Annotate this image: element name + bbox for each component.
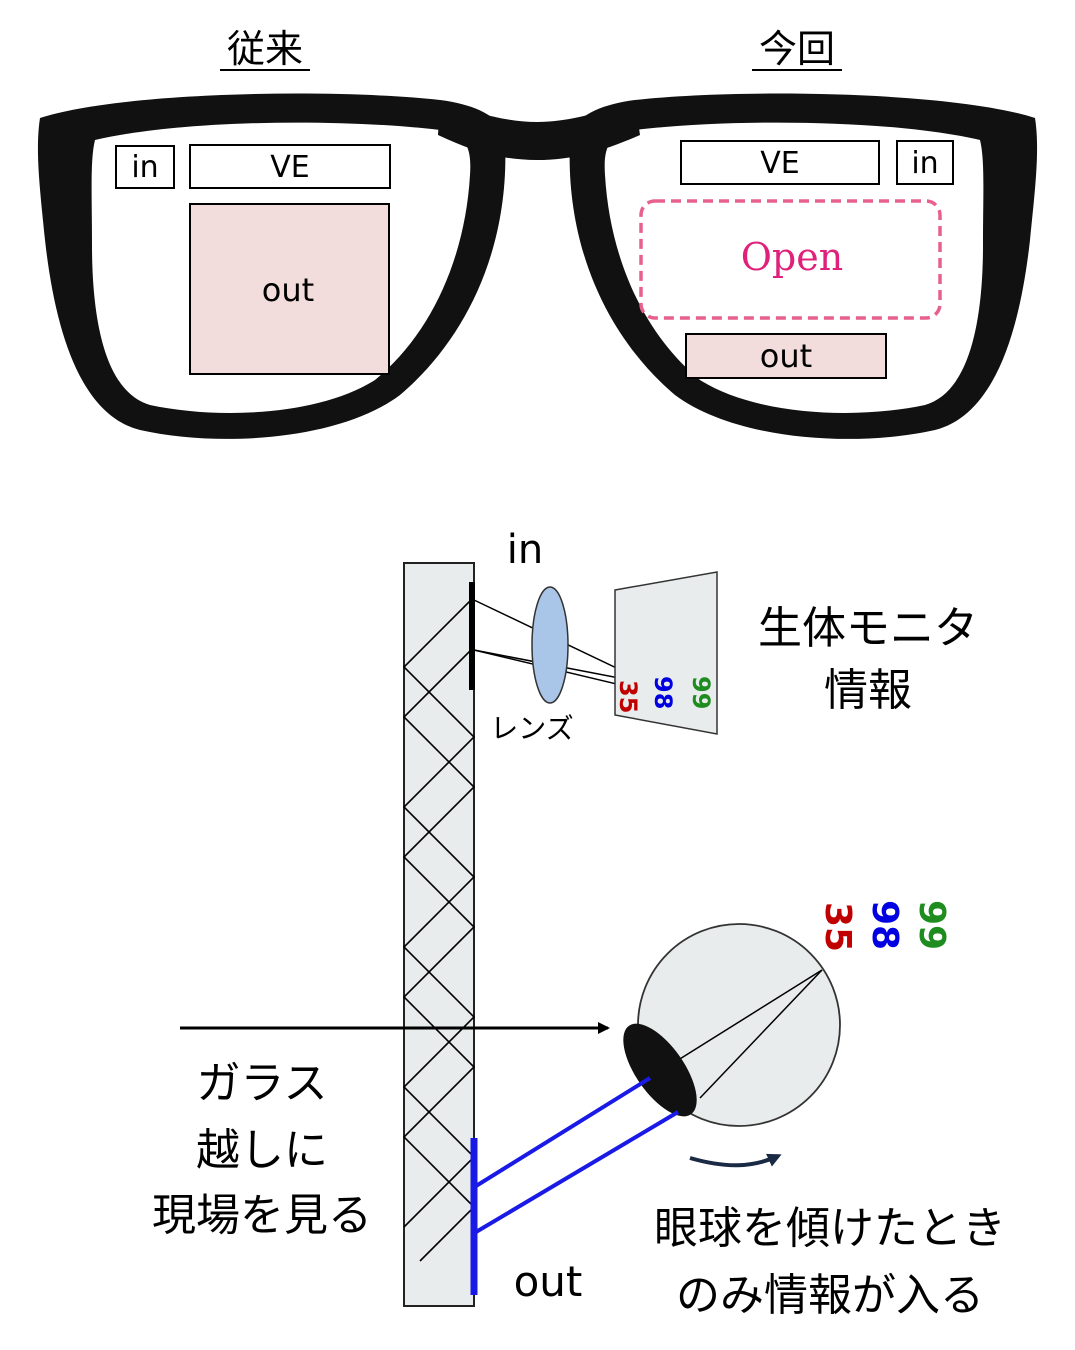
right-in-label: in — [911, 146, 938, 181]
perceived-readings: 35 98 99 — [817, 900, 952, 952]
left-ve-box — [189, 144, 391, 189]
glass-caption-line3: 現場を見る — [152, 1190, 372, 1241]
display-readings: 35 98 99 — [614, 676, 715, 713]
eye-cornea — [623, 1023, 697, 1117]
display-reading-blue: 98 — [649, 676, 677, 709]
glasses-bridge — [438, 100, 640, 160]
eye-internal-ray-1 — [674, 969, 823, 1063]
perceived-reading-green: 99 — [911, 900, 952, 950]
heading-conventional: 従来 — [227, 27, 303, 71]
perceived-reading-red: 35 — [817, 902, 858, 952]
monitor-label-line1: 生体モニタ — [758, 603, 978, 654]
glass-caption-line2: 越しに — [196, 1125, 328, 1176]
right-open-label: Open — [741, 235, 843, 279]
left-lens-layout: in VE out — [115, 144, 391, 375]
glasses-frame — [37, 93, 1038, 439]
right-lens-layout: VE in Open out — [639, 140, 954, 379]
right-out-label: out — [760, 337, 812, 375]
out-ray-1 — [474, 1076, 652, 1188]
monitor-label-line2: 情報 — [824, 665, 912, 716]
left-in-box — [115, 145, 175, 189]
display-reading-green: 99 — [687, 676, 715, 709]
out-label: out — [514, 1257, 583, 1306]
eye-caption-line2: のみ情報が入る — [676, 1270, 984, 1321]
perceived-reading-blue: 98 — [864, 900, 905, 950]
left-in-label: in — [131, 150, 158, 185]
display-reading-red: 35 — [614, 680, 642, 713]
in-label: in — [507, 527, 543, 573]
micro-display — [614, 571, 718, 735]
glasses-figure: 従来 今回 in VE out VE in Open out — [37, 27, 1038, 439]
waveguide-zigzag-a — [402, 596, 476, 1228]
eye-internal-ray-2 — [699, 969, 823, 1099]
out-ray-2 — [474, 1110, 680, 1234]
right-ve-box — [680, 140, 880, 185]
glass-caption-line1: ガラス — [196, 1058, 327, 1109]
right-in-box — [896, 140, 954, 185]
glasses-bridge-gap — [503, 162, 572, 205]
heading-proposed: 今回 — [759, 27, 835, 71]
optics-figure: in レンズ 35 98 99 生体モニタ 情報 out 35 — [152, 527, 1006, 1321]
lens-element — [531, 586, 569, 704]
right-open-area — [639, 199, 942, 320]
left-ve-label: VE — [270, 150, 309, 185]
lens-label: レンズ — [490, 712, 573, 745]
left-out-label: out — [262, 271, 314, 309]
right-out-box — [685, 333, 887, 379]
glass-waveguide — [403, 562, 475, 1307]
eye-caption-line1: 眼球を傾けたとき — [654, 1203, 1006, 1254]
left-out-box — [189, 203, 390, 375]
waveguide-zigzag-b — [402, 646, 476, 1262]
eye-tilt-arrow — [689, 1153, 782, 1168]
right-ve-label: VE — [760, 146, 799, 181]
